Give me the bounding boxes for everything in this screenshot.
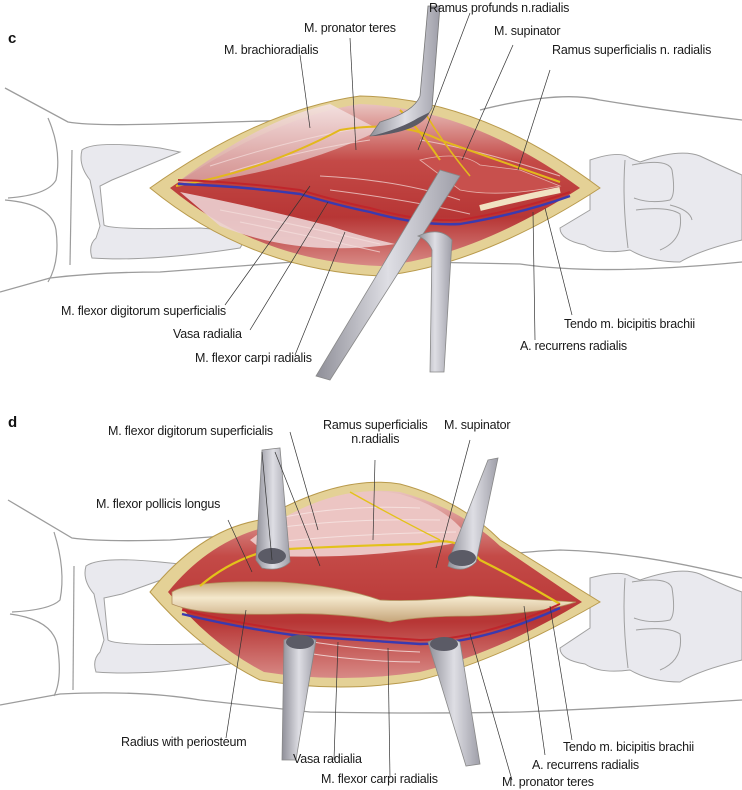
label-flexor-carpi-radialis: M. flexor carpi radialis — [195, 351, 312, 365]
label-a-recurrens: A. recurrens radialis — [520, 339, 627, 353]
label-supinator: M. supinator — [494, 24, 561, 38]
retractor — [281, 635, 317, 761]
arm-outline — [4, 87, 301, 126]
vessels — [177, 182, 571, 226]
label-ramus-profundus: Ramus profunds n.radialis — [429, 1, 570, 15]
bone-right — [559, 570, 742, 683]
label-a-recurrens: A. recurrens radialis — [532, 758, 639, 772]
label-flexor-digitorum-superficialis: M. flexor digitorum superficialis — [61, 304, 226, 318]
retractor — [447, 457, 499, 570]
label-ramus-superficialis-line1: Ramus superficialis — [323, 418, 428, 432]
label-supinator: M. supinator — [444, 418, 511, 432]
nerve — [199, 540, 561, 605]
panel-c-drawing — [0, 5, 742, 381]
panel-d-drawing — [0, 431, 742, 781]
label-pronator-teres: M. pronator teres — [502, 775, 594, 789]
label-flexor-carpi-radialis: M. flexor carpi radialis — [321, 772, 438, 786]
vessels — [181, 606, 561, 646]
label-vasa-radialia: Vasa radialia — [173, 327, 242, 341]
label-tendo-bicipitis: Tendo m. bicipitis brachii — [564, 317, 695, 331]
label-tendo-bicipitis: Tendo m. bicipitis brachii — [563, 740, 694, 754]
label-flexor-digitorum-superficialis: M. flexor digitorum superficialis — [108, 424, 273, 438]
panel-letter-d: d — [8, 414, 18, 431]
label-flexor-pollicis-longus: M. flexor pollicis longus — [96, 497, 221, 511]
label-ramus-superficialis: Ramus superficialis n. radialis — [552, 43, 712, 57]
label-brachioradialis: M. brachioradialis — [224, 43, 319, 57]
label-pronator-teres: M. pronator teres — [304, 21, 396, 35]
bone-right — [559, 152, 742, 263]
bone-left — [80, 143, 251, 260]
label-ramus-superficialis-line2: n.radialis — [351, 432, 400, 446]
retractor — [315, 169, 461, 381]
radius-bone — [171, 581, 577, 623]
label-ramus-superficialis: Ramus superficialis n.radialis — [323, 418, 428, 446]
label-radius-periosteum: Radius with periosteum — [121, 735, 247, 749]
nerve — [175, 125, 561, 187]
label-vasa-radialia: Vasa radialia — [293, 752, 362, 766]
panel-letter-c: c — [8, 30, 17, 47]
